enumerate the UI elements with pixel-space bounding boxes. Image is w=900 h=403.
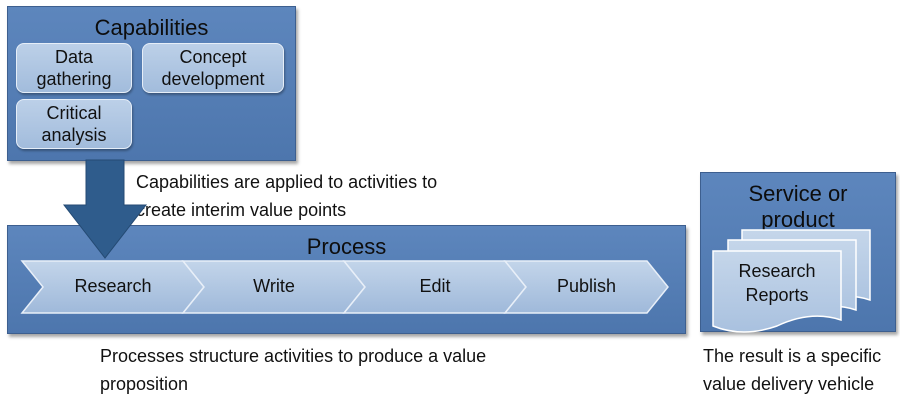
capability-label-line1: Critical bbox=[46, 103, 102, 123]
capability-critical-analysis: Critical analysis bbox=[16, 99, 132, 149]
chevron-publish bbox=[503, 260, 669, 314]
capability-data-gathering: Data gathering bbox=[16, 43, 132, 93]
capability-label-line2: gathering bbox=[36, 69, 112, 89]
down-arrow-icon bbox=[62, 159, 148, 259]
document-front bbox=[712, 250, 842, 333]
step-research: Research bbox=[74, 276, 152, 296]
capabilities-title: Capabilities bbox=[94, 15, 209, 40]
service-title-line1: Service or bbox=[748, 181, 848, 206]
capabilities-caption-line1: Capabilities are applied to activities t… bbox=[136, 172, 438, 192]
service-caption: The result is a specific value delivery … bbox=[703, 342, 881, 398]
document-label: Research Reports bbox=[713, 259, 841, 307]
step-write: Write bbox=[253, 276, 295, 296]
capabilities-box: Capabilities Data gathering Concept deve… bbox=[7, 6, 296, 161]
capabilities-caption-line2: create interim value points bbox=[136, 200, 347, 220]
capability-label-line1: Data bbox=[54, 47, 94, 67]
capability-label-line1: Concept bbox=[179, 47, 247, 67]
step-edit: Edit bbox=[419, 276, 451, 296]
service-caption-line2: value delivery vehicle bbox=[703, 374, 875, 394]
service-title-line2: product bbox=[761, 207, 835, 232]
process-caption-line2: proposition bbox=[100, 374, 189, 394]
capability-label-line2: development bbox=[161, 69, 265, 89]
capabilities-caption: Capabilities are applied to activities t… bbox=[136, 168, 437, 224]
document-label-line1: Research bbox=[738, 261, 816, 281]
service-caption-line1: The result is a specific bbox=[703, 346, 882, 366]
process-title: Process bbox=[306, 234, 387, 259]
service-title: Service or product bbox=[701, 181, 895, 233]
capability-label-line2: analysis bbox=[41, 125, 107, 145]
document-label-line2: Reports bbox=[745, 285, 809, 305]
process-caption: Processes structure activities to produc… bbox=[100, 342, 486, 398]
process-caption-line1: Processes structure activities to produc… bbox=[100, 346, 487, 366]
capability-concept-development: Concept development bbox=[142, 43, 284, 93]
step-publish: Publish bbox=[556, 276, 617, 296]
